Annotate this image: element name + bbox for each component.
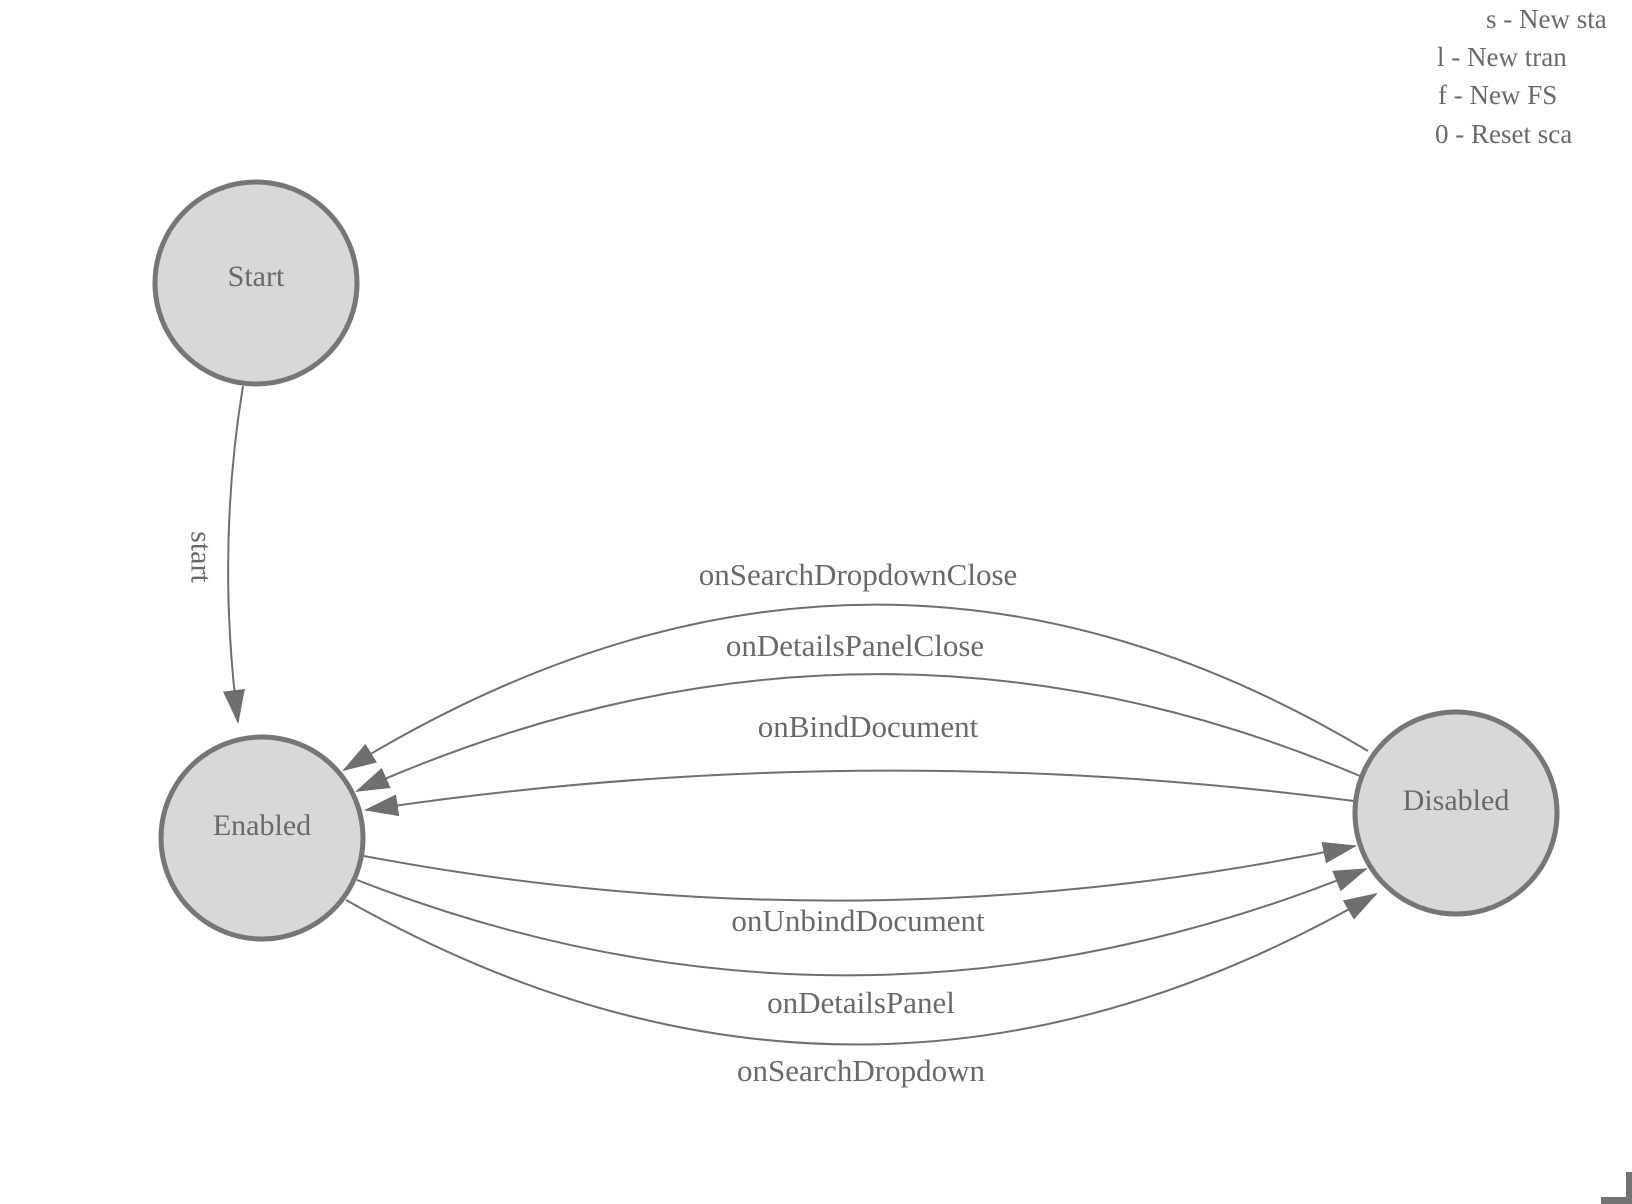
state-node-enabled[interactable] [158,734,366,942]
transition-edge-search-dropdown-close[interactable] [342,603,1369,772]
edge-label-details-panel-close: onDetailsPanelClose [725,628,985,664]
state-node-start[interactable] [152,179,360,387]
state-node-disabled[interactable] [1352,709,1560,917]
edge-label-search-dropdown: onSearchDropdown [737,1053,985,1089]
transition-edge-unbind-document[interactable] [363,841,1357,902]
edge-label-bind-document: onBindDocument [757,709,979,745]
edge-label-unbind-document: onUnbindDocument [731,903,985,939]
transition-edge-bind-document[interactable] [364,769,1355,817]
edge-label-start: start [184,531,218,583]
edge-label-search-dropdown-close: onSearchDropdownClose [698,557,1018,593]
clipped-corner-shape [1601,1172,1632,1204]
transition-edge-details-panel-close[interactable] [355,673,1361,792]
transition-edge-details-panel[interactable] [356,868,1368,977]
legend-shortcut-l: l - New tran [1437,42,1567,72]
state-label-disabled: Disabled [1402,783,1510,817]
legend-shortcut-f: f - New FS [1438,80,1558,110]
transition-edge-search-dropdown[interactable] [345,892,1378,1046]
transition-edge-start[interactable] [223,385,245,724]
state-label-enabled: Enabled [212,808,312,842]
legend-shortcut-s: s - New sta [1486,4,1607,34]
legend-shortcut-0: 0 - Reset sca [1435,119,1573,149]
edge-label-details-panel: onDetailsPanel [767,985,955,1021]
state-label-start: Start [227,259,285,293]
